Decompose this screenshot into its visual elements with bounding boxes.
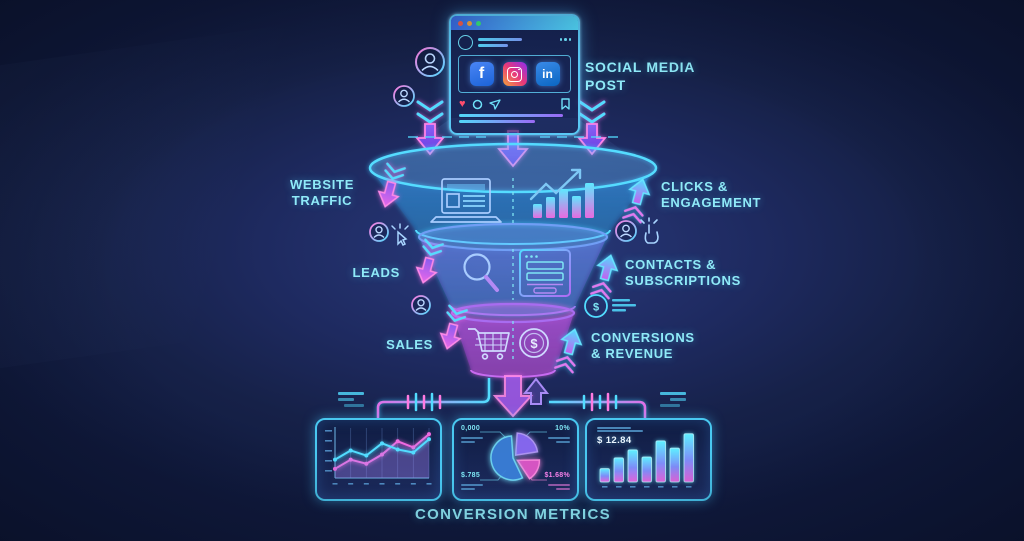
linkedin-icon[interactable]: in (535, 62, 560, 86)
funnel-stage-bottom (450, 302, 576, 378)
label-line: SOCIAL MEDIA (585, 59, 696, 75)
window-minimize-dot[interactable] (467, 20, 472, 26)
text-dashes (548, 435, 570, 443)
user-avatar-icon (369, 222, 389, 242)
click-cursor-icon (391, 223, 409, 247)
label-social-media-post: SOCIAL MEDIA POST (585, 59, 695, 94)
dollar-coin-icon: $ (519, 328, 549, 358)
user-avatar-icon (615, 220, 637, 242)
post-header-lines (478, 38, 571, 47)
label-line: TRAFFIC (291, 193, 353, 209)
label-line: SUBSCRIPTIONS (625, 273, 742, 289)
user-avatar-icon (411, 295, 431, 315)
label-line: WEBSITE (289, 177, 355, 192)
social-icons-strip: f in (458, 55, 571, 93)
label-sales: SALES (333, 337, 433, 353)
bar-card-value: $ 12.84 (597, 435, 632, 446)
user-avatar-icon (415, 47, 445, 77)
conversion-metrics-title: CONVERSION METRICS (415, 506, 611, 523)
facebook-icon[interactable]: f (469, 62, 494, 86)
outflow-connectors (338, 375, 686, 418)
pie-chart-card: 0,000 10% $.785 $1.68% (452, 418, 579, 501)
pie-callout-bottom-right: $1.68% (544, 472, 570, 479)
dollar-glyph: $ (530, 336, 538, 351)
label-line: POST (585, 76, 626, 93)
share-icon[interactable] (488, 98, 501, 110)
label-clicks-engagement: CLICKS & ENGAGEMENT (661, 179, 761, 212)
label-contacts-subscriptions: CONTACTS & SUBSCRIPTIONS (625, 257, 741, 290)
label-line: CONTACTS & (625, 257, 717, 272)
bar-chart-card: $ 12.84 (585, 418, 712, 501)
dollar-coin-icon: $ (584, 294, 636, 318)
pie-callout-top-right: 10% (555, 425, 570, 432)
comment-icon[interactable] (472, 99, 483, 110)
label-line: CLICKS & (661, 179, 728, 194)
label-line: & REVENUE (591, 346, 674, 362)
line-chart-card (315, 418, 442, 501)
label-conversions-revenue: CONVERSIONS & REVENUE (591, 330, 695, 363)
chevron-down-icon (578, 100, 606, 124)
social-post-window: f in ♥ (449, 14, 580, 135)
text-dashes (548, 482, 570, 490)
label-line: LEADS (352, 265, 400, 280)
label-line: SALES (386, 337, 433, 352)
bookmark-icon[interactable] (561, 98, 570, 110)
window-close-dot[interactable] (458, 20, 463, 26)
post-header (451, 30, 578, 52)
avatar (458, 35, 473, 50)
pie-callout-bottom-left: $.785 (461, 472, 481, 479)
window-titlebar (451, 16, 578, 30)
post-caption-lines (451, 110, 578, 123)
post-action-row: ♥ (451, 93, 578, 110)
dollar-glyph: $ (593, 302, 599, 314)
hand-pointer-icon (640, 217, 659, 244)
label-leads: LEADS (300, 265, 400, 281)
heart-icon[interactable]: ♥ (459, 98, 466, 110)
chevron-down-icon (416, 100, 444, 124)
text-dashes (461, 435, 483, 443)
text-dashes (597, 425, 657, 432)
text-dashes (461, 482, 483, 490)
instagram-icon[interactable] (502, 62, 527, 86)
label-website-traffic: WEBSITE TRAFFIC (276, 177, 368, 210)
pie-callout-top-left: 0,000 (461, 425, 481, 432)
user-avatar-icon (393, 85, 415, 107)
funnel-stage-middle (417, 222, 609, 317)
arrow-down-icon (492, 375, 534, 418)
line-chart (325, 427, 432, 485)
arrow-up-icon (596, 254, 619, 282)
label-line: ENGAGEMENT (661, 195, 762, 211)
more-options-icon[interactable] (559, 38, 571, 41)
window-maximize-dot[interactable] (476, 20, 481, 26)
label-line: CONVERSIONS (591, 330, 695, 345)
